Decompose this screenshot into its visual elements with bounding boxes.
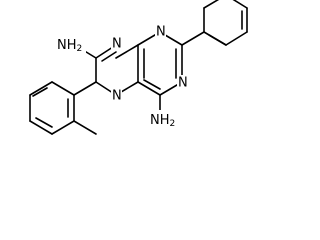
bond (225, 31, 248, 46)
atom-labels: N N N N NH2 NH2 (56, 24, 188, 129)
amine-bottom-label: NH2 (150, 113, 175, 130)
atom-n3: N (156, 25, 166, 40)
bond (137, 81, 161, 96)
bond (203, 0, 220, 9)
atom-mask (155, 24, 166, 39)
bond (208, 34, 227, 46)
bond (32, 87, 48, 97)
atom-n4: N (178, 76, 188, 91)
atom-n1: N (112, 37, 122, 52)
atom-mask (150, 110, 180, 128)
bond (51, 81, 75, 96)
atom-mask (111, 36, 122, 51)
bond (115, 44, 139, 59)
bond (35, 117, 53, 128)
bond (101, 51, 117, 62)
amine-top-subscript: 2 (77, 44, 83, 54)
bond (51, 120, 75, 135)
atom-mask (177, 75, 188, 90)
amine-bottom-text: NH (150, 113, 170, 128)
amine-top-label: NH2 (57, 38, 82, 55)
atom-n2: N (112, 89, 122, 104)
amine-top-text: NH (57, 38, 77, 53)
bond (29, 120, 53, 135)
amine-bottom-subscript: 2 (170, 119, 176, 129)
bond (73, 81, 97, 96)
chemical-structure: N N N N NH2 NH2 (29, 0, 248, 135)
structure-canvas: N N N N NH2 NH2 (29, 0, 248, 135)
atom-mask (56, 38, 86, 56)
bonds (29, 0, 248, 135)
bond (73, 120, 97, 135)
bond (181, 31, 205, 46)
bond (232, 0, 248, 9)
bond (143, 79, 161, 90)
atom-mask (111, 88, 122, 103)
bond (29, 81, 53, 96)
